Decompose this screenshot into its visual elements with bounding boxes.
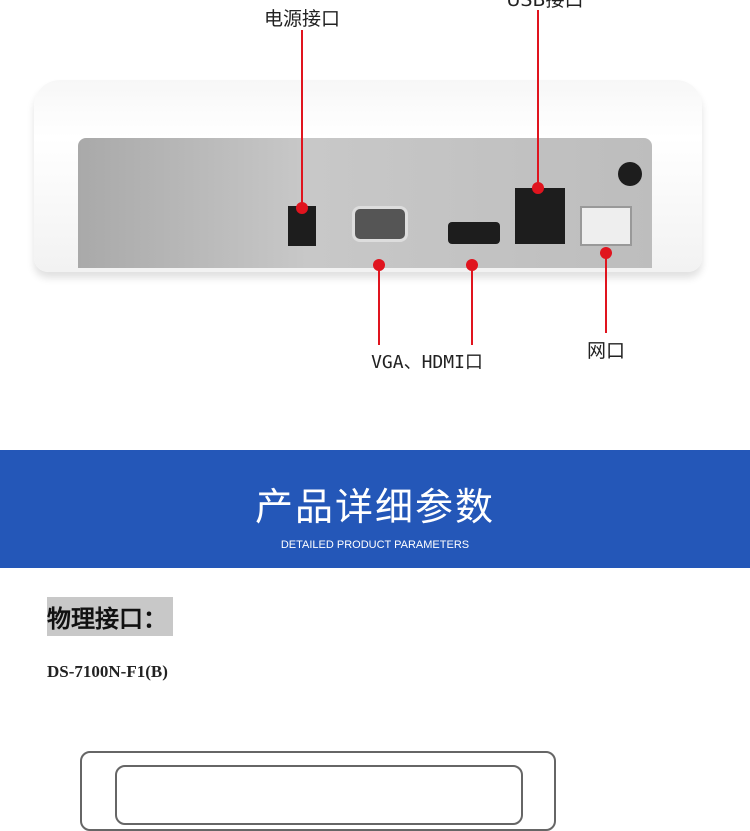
usb-label: USB接口 <box>506 0 584 11</box>
network-label: 网口 <box>586 340 626 362</box>
banner-subtitle: DETAILED PRODUCT PARAMETERS <box>280 539 470 551</box>
device-drawing-inner <box>115 765 523 825</box>
ethernet-port <box>580 206 632 246</box>
device-rear-panel <box>78 138 652 268</box>
knob <box>618 162 642 186</box>
callout-line <box>537 10 539 188</box>
video-label: VGA、HDMI口 <box>371 352 483 373</box>
callout-line <box>471 265 473 345</box>
callout-dot <box>532 182 544 194</box>
callout-dot <box>466 259 478 271</box>
vga-port <box>352 206 408 242</box>
hdmi-port <box>448 222 500 244</box>
usb-port <box>515 188 565 244</box>
callout-line <box>378 265 380 345</box>
power-label: 电源接口 <box>263 8 341 30</box>
section-banner: 产品详细参数 DETAILED PRODUCT PARAMETERS <box>0 450 750 568</box>
callout-line <box>301 30 303 208</box>
callout-dot <box>373 259 385 271</box>
section-heading: 物理接口： <box>47 597 173 636</box>
callout-dot <box>296 202 308 214</box>
callout-line <box>605 253 607 333</box>
model-number: DS-7100N-F1(B) <box>47 662 168 681</box>
banner-title: 产品详细参数 <box>254 485 495 529</box>
callout-dot <box>600 247 612 259</box>
